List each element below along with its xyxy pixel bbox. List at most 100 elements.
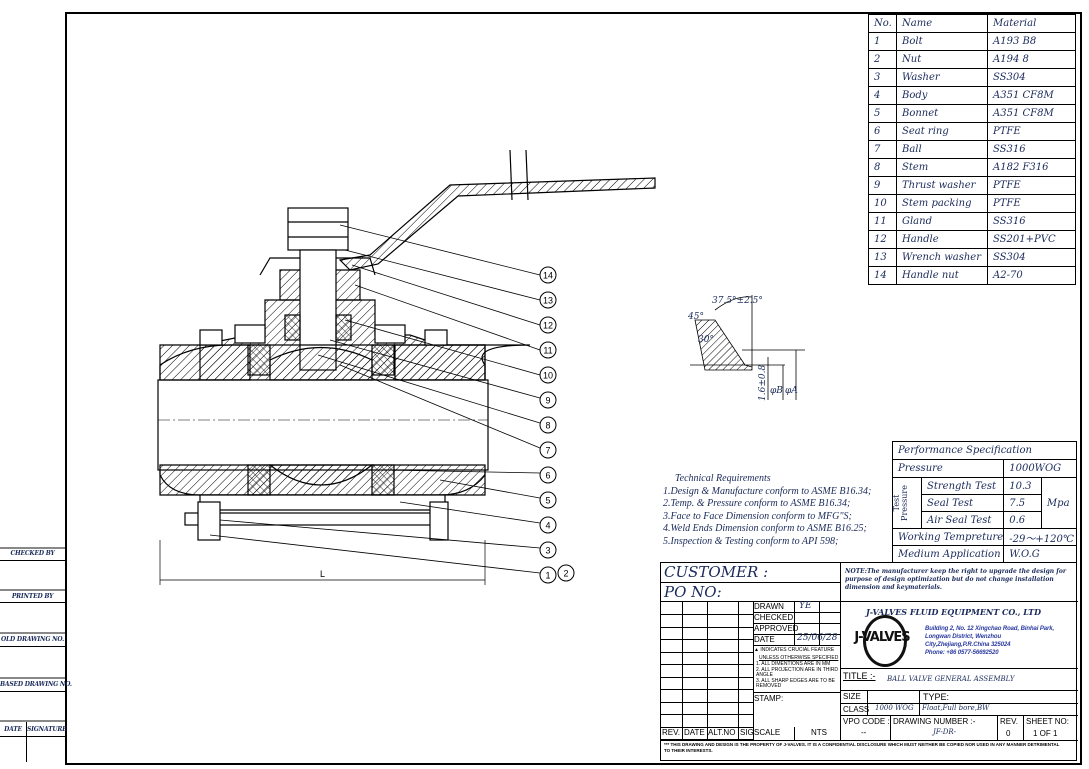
- cell-material: A194 8: [987, 50, 1076, 69]
- working-temp-label: Working Tempreture: [891, 528, 1005, 546]
- bolt: [184, 512, 436, 526]
- cell-no: 5: [868, 104, 897, 123]
- size-label: SIZE: [843, 692, 861, 701]
- balloon-5: [539, 491, 557, 509]
- note-2: 2. ALL PROJECTION ARE IN THIRD ANGLE: [756, 666, 838, 678]
- balloon-2: [557, 564, 575, 582]
- balloon-number: 6: [545, 471, 550, 481]
- cell-material: SS304: [987, 68, 1076, 87]
- balloon-11: [539, 341, 557, 359]
- address-line: Longwan District, Wenzhou: [925, 634, 1002, 640]
- vpo-code-label: VPO CODE :: [843, 717, 890, 726]
- po-no-label: PO NO:: [664, 583, 722, 601]
- approved-label: APPROVED: [754, 624, 799, 633]
- cell-no: 8: [868, 158, 897, 177]
- cell-name: Ball: [896, 140, 988, 159]
- strength-test-value: 10.3: [1003, 477, 1042, 495]
- date-label: DATE: [4, 726, 22, 733]
- balloon-number: 9: [545, 396, 550, 406]
- rev-header-sig: SIG: [740, 728, 754, 737]
- date-value: 25/06/28: [797, 633, 838, 643]
- balloon-number: 2: [563, 569, 568, 579]
- sheet-no-value: 1 OF 1: [1033, 729, 1058, 738]
- drawn-label: DRAWN: [754, 602, 784, 611]
- balloon-9: [539, 391, 557, 409]
- header-no: No.: [868, 14, 897, 33]
- cell-name: Handle nut: [896, 266, 988, 285]
- sheet-no-label: SHEET NO:: [1026, 717, 1069, 726]
- header-name: Name: [896, 14, 988, 33]
- rev-label: REV.: [1000, 717, 1018, 726]
- cell-name: Thrust washer: [896, 176, 988, 195]
- seal-test-value: 7.5: [1003, 494, 1042, 512]
- company-name: J-VALVES FLUID EQUIPMENT CO., LTD: [866, 607, 1042, 617]
- cell-material: A182 F316: [987, 158, 1076, 177]
- requirement-4: 4.Weld Ends Dimension conform to ASME B1…: [663, 523, 867, 534]
- address-line: Phone: +86 0577-56692520: [925, 650, 999, 656]
- grid-line: [753, 623, 841, 624]
- balloon-13: [539, 291, 557, 309]
- technical-requirements-title: Technical Requirements: [675, 473, 771, 484]
- balloon-number: 10: [543, 371, 553, 381]
- drawing-frame: [65, 12, 1082, 765]
- note-3: 3. ALL SHARP EDGES ARE TO BE REMOVED: [756, 677, 836, 689]
- balloon-14: [539, 266, 557, 284]
- cell-no: 6: [868, 122, 897, 141]
- nut: [197, 501, 221, 541]
- seal-test-label: Seal Test: [920, 494, 1005, 512]
- ball: [269, 347, 373, 381]
- balloon-7: [539, 441, 557, 459]
- cell-no: 1: [868, 32, 897, 51]
- balloon-number: 4: [545, 521, 550, 531]
- confidentiality-footer: *** THIS DRAWING AND DESIGN IS THE PROPE…: [664, 742, 1060, 753]
- dia-b: φB: [770, 386, 783, 396]
- root-tolerance: 1.6±0.8: [758, 365, 768, 401]
- general-notes: 1. ALL DIMENTIONS ARE IN MM 2. ALL PROJE…: [756, 661, 840, 690]
- checked-label: CHECKED: [754, 613, 794, 622]
- balloon-number: 1: [545, 571, 550, 581]
- scale-value: NTS: [811, 728, 827, 737]
- cell-no: 14: [868, 266, 897, 285]
- drawing-number-value: JF-DR-: [933, 728, 956, 736]
- dimension-L-label: L: [320, 569, 325, 579]
- drawing-title: BALL VALVE GENERAL ASSEMBLY: [887, 675, 1015, 683]
- bevel-angle: 37.5°±2.5°: [712, 296, 763, 306]
- grid-line: [753, 634, 841, 635]
- cell-no: 12: [868, 230, 897, 249]
- pressure-value: 1000WOG: [1003, 459, 1077, 478]
- technical-requirements: Technical Requirements 1.Design & Manufa…: [663, 473, 871, 548]
- drawn-value: YE: [799, 601, 812, 611]
- vpo-code-value: --: [861, 728, 867, 737]
- balloon-number: 13: [543, 296, 553, 306]
- note-1: 1. ALL DIMENTIONS ARE IN MM: [756, 661, 831, 667]
- cell-no: 11: [868, 212, 897, 231]
- date-label: DATE: [754, 635, 775, 644]
- printed-by-label: PRINTED BY: [11, 593, 54, 600]
- address-line: City,Zhejiang,P.R.China 325024: [925, 642, 1011, 648]
- balloon-3: [539, 541, 557, 559]
- cell-name: Handle: [896, 230, 988, 249]
- cell-material: PTFE: [987, 176, 1076, 195]
- weld-end-detail: 37.5°±2.5° 45° 30° φB φA 1.6±0.8: [687, 295, 805, 401]
- balloon-number: 3: [545, 546, 550, 556]
- handle-nut: [287, 207, 349, 251]
- balloon-number: 5: [545, 496, 550, 506]
- requirement-2: 2.Temp. & Pressure conform to ASME B16.3…: [663, 498, 851, 509]
- company-address: Building 2, No. 12 Xingchao Road, Binhai…: [925, 625, 1054, 657]
- balloon-6: [539, 466, 557, 484]
- cell-name: Body: [896, 86, 988, 105]
- scale-label: SCALE: [754, 728, 781, 737]
- crucial-feature-text: INDICATES CRUCIAL FEATURE: [760, 647, 835, 653]
- cell-name: Stem: [896, 158, 988, 177]
- address-line: Building 2, No. 12 Xingchao Road, Binhai…: [925, 626, 1055, 632]
